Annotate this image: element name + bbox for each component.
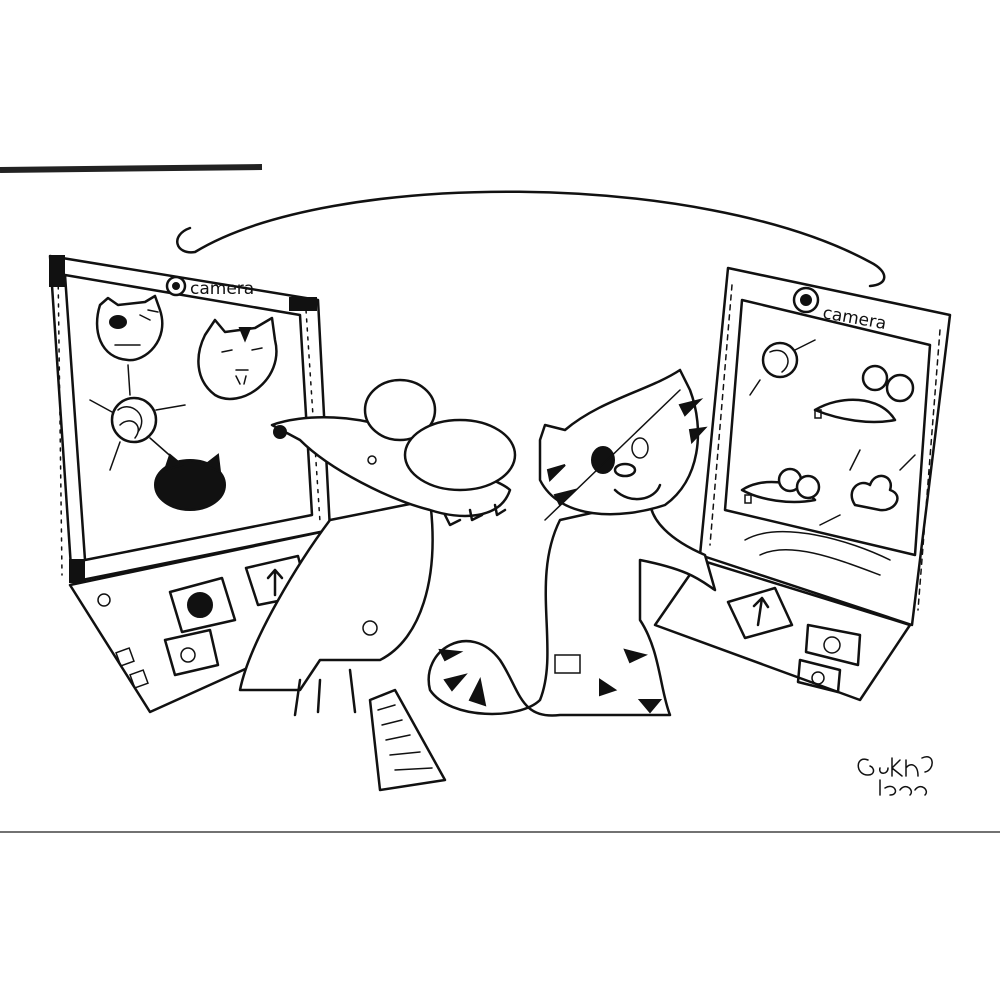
- tiger-cat-character: [427, 368, 717, 717]
- camera-button: [796, 658, 842, 694]
- mouse-ear: [363, 378, 437, 442]
- ball-button: [168, 576, 237, 634]
- tiger-cat-face: [95, 294, 164, 362]
- camera-button: [163, 628, 220, 677]
- cat-button-badge: [554, 654, 581, 674]
- cat-eye-patch: [591, 446, 615, 474]
- transfer-arc: [176, 190, 886, 288]
- artist-signature: [857, 756, 933, 796]
- left-tablet-frame: [48, 254, 332, 584]
- left-tablet: camera: [48, 254, 367, 714]
- camera-label: camera: [190, 279, 254, 299]
- yarn-ball: [89, 364, 186, 471]
- right-tablet: camera: [653, 266, 952, 702]
- mouse-tail: [368, 688, 447, 792]
- mouse-eye: [367, 455, 377, 465]
- right-tablet-base: [653, 558, 912, 702]
- stool-legs: [293, 668, 357, 717]
- power-icon: [97, 593, 111, 607]
- mouse-collar: [443, 503, 507, 527]
- upload-button: [726, 586, 794, 640]
- white-cat-face: [197, 316, 278, 401]
- mouse-ear: [403, 418, 517, 492]
- cheese-bush: [819, 449, 916, 526]
- mouse-head: [270, 416, 512, 518]
- sketch-scribbles: [744, 530, 891, 576]
- cat-nose: [613, 462, 637, 478]
- cat-head: [538, 368, 700, 516]
- mouse-face: [740, 467, 821, 504]
- paper-top-edge: [0, 164, 263, 173]
- mouse-character: [238, 378, 517, 792]
- cat-eye: [631, 437, 649, 459]
- yarn-ball: [749, 339, 816, 396]
- cat-smile: [613, 483, 662, 501]
- black-cat-face: [154, 453, 226, 511]
- mouse-face: [813, 364, 915, 424]
- image-button: [804, 623, 862, 667]
- mouse-button-badge: [362, 620, 378, 636]
- mouse-nose: [273, 425, 287, 439]
